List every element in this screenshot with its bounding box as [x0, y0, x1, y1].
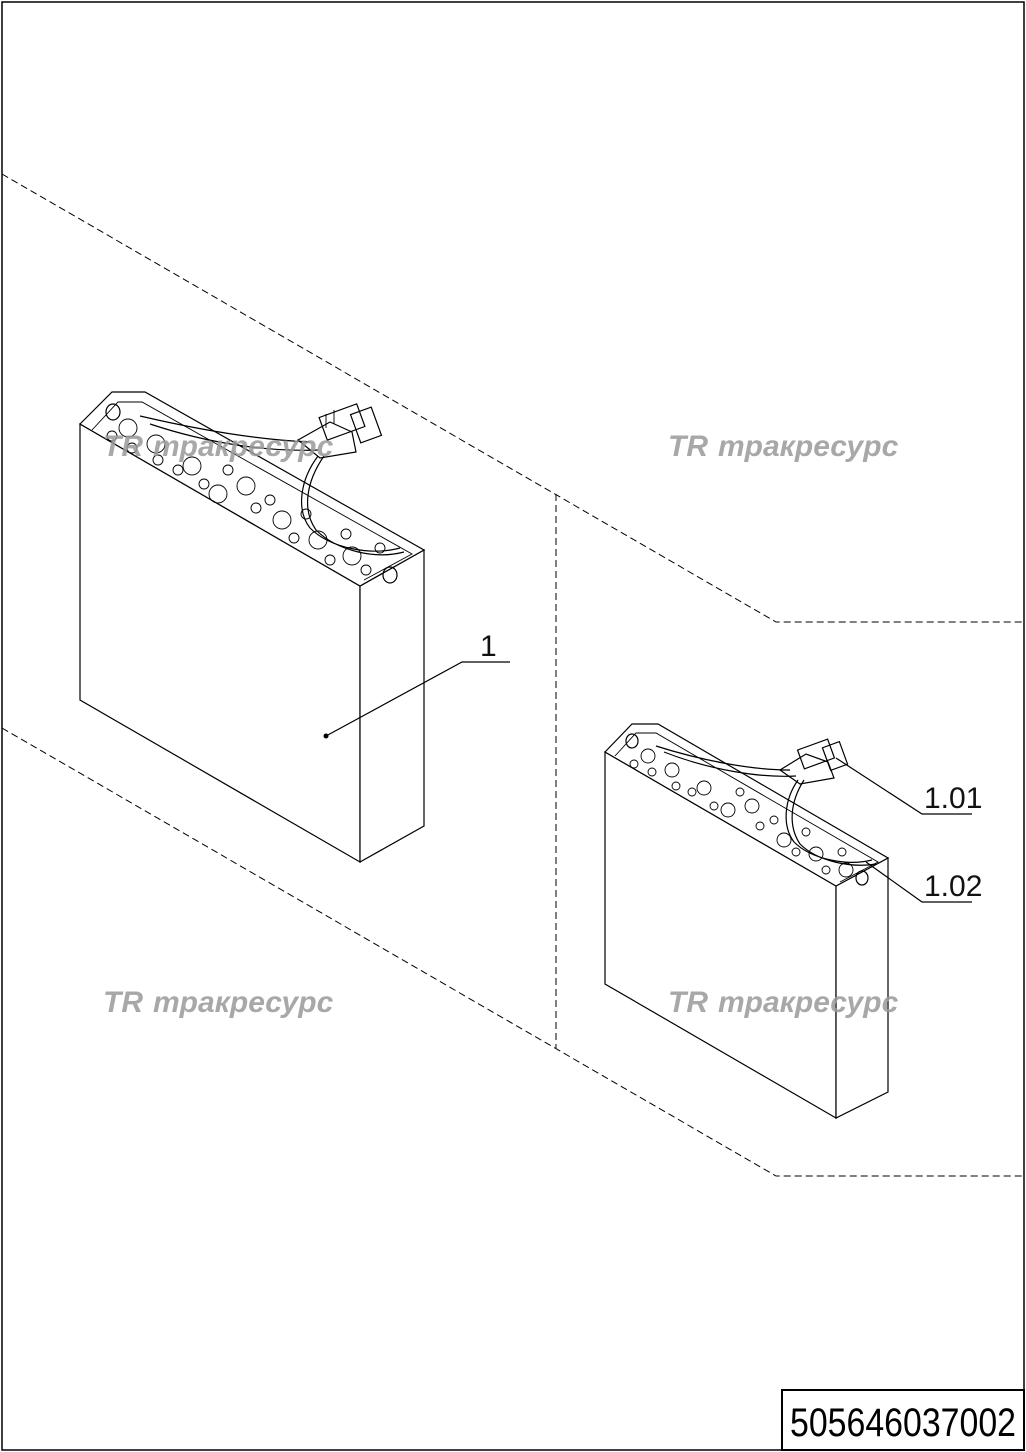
watermark-bottom-left: TR тракресурс [103, 986, 334, 1019]
callout-1-01: 1.01 [835, 757, 982, 815]
callout-1-02-label: 1.02 [924, 870, 982, 903]
callout-1-01-label: 1.01 [924, 782, 982, 815]
watermark-bottom-right: TR тракресурс [668, 986, 899, 1019]
callout-1-02: 1.02 [865, 861, 982, 903]
battery-assembly-main [79, 391, 426, 864]
watermark-text: тракресурс [718, 986, 899, 1019]
watermark-text: тракресурс [718, 430, 899, 463]
connector-main [296, 403, 383, 459]
callout-1: 1 [323, 630, 510, 739]
watermark-logo: TR [668, 986, 708, 1019]
battery-assembly-detail [604, 723, 890, 1120]
watermark-logo: TR [103, 430, 143, 463]
document-number-box: 505646037002 [781, 1389, 1025, 1451]
watermark-text: тракресурс [153, 986, 334, 1019]
watermark-logo: TR [668, 430, 708, 463]
watermark-top-right: TR тракресурс [668, 430, 899, 463]
watermark-top-left: TR тракресурс [103, 430, 334, 463]
connector-detail [778, 738, 849, 785]
detail-zone-boundaries [1, 173, 1024, 1177]
watermark-text: тракресурс [153, 430, 334, 463]
callout-1-label: 1 [480, 630, 497, 663]
cell-terminals-detail [629, 748, 854, 878]
cell-terminals-main [106, 418, 386, 576]
watermark-logo: TR [103, 986, 143, 1019]
document-number: 505646037002 [790, 1401, 1016, 1445]
